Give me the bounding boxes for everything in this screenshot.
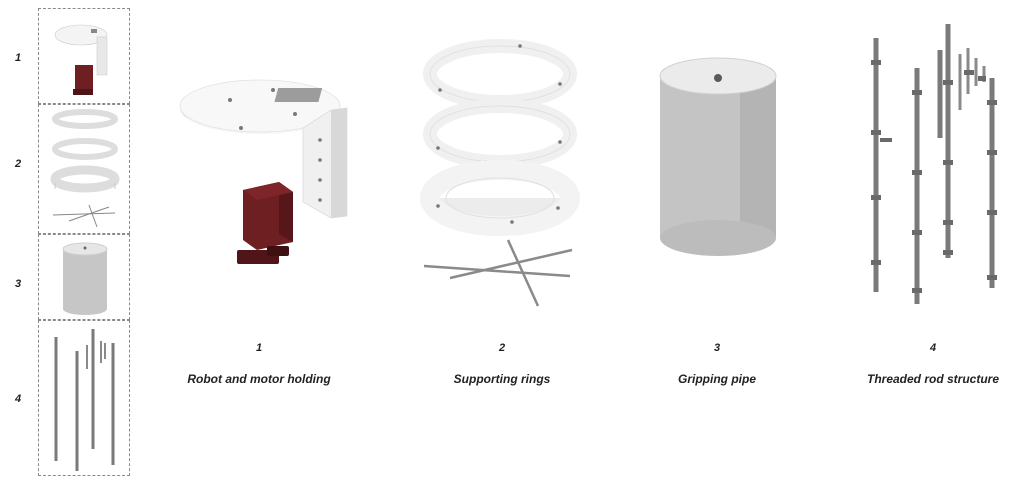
sidebar-number-1: 1 xyxy=(14,52,22,64)
component-number-2: 2 xyxy=(498,342,506,354)
component-label-3: Gripping pipe xyxy=(678,372,756,386)
gripping-pipe-render xyxy=(659,57,777,256)
robot-holder-thumbnail-icon xyxy=(54,24,108,95)
threaded-rods-thumbnail-icon xyxy=(54,329,115,471)
supporting-rings-thumbnail-icon xyxy=(50,109,120,228)
thumbnail-threaded-rods[interactable] xyxy=(38,320,130,476)
component-number-1: 1 xyxy=(255,342,263,354)
component-label-2: Supporting rings xyxy=(453,372,551,386)
component-label-1: Robot and motor holding xyxy=(187,372,331,386)
gripping-pipe-thumbnail-icon xyxy=(62,242,108,315)
sidebar-number-2: 2 xyxy=(14,158,22,170)
sidebar-number-3: 3 xyxy=(14,278,22,290)
component-label-4: Threaded rod structure xyxy=(866,372,1000,386)
thumbnail-gripping-pipe[interactable] xyxy=(38,234,130,320)
sidebar-number-4: 4 xyxy=(14,393,22,405)
component-number-4: 4 xyxy=(929,342,937,354)
threaded-rods-render xyxy=(871,24,997,304)
thumbnail-supporting-rings[interactable] xyxy=(38,104,130,234)
thumbnail-robot-holder[interactable] xyxy=(38,8,130,104)
component-number-3: 3 xyxy=(713,342,721,354)
supporting-rings-render xyxy=(420,39,580,307)
robot-holder-render xyxy=(179,79,348,264)
